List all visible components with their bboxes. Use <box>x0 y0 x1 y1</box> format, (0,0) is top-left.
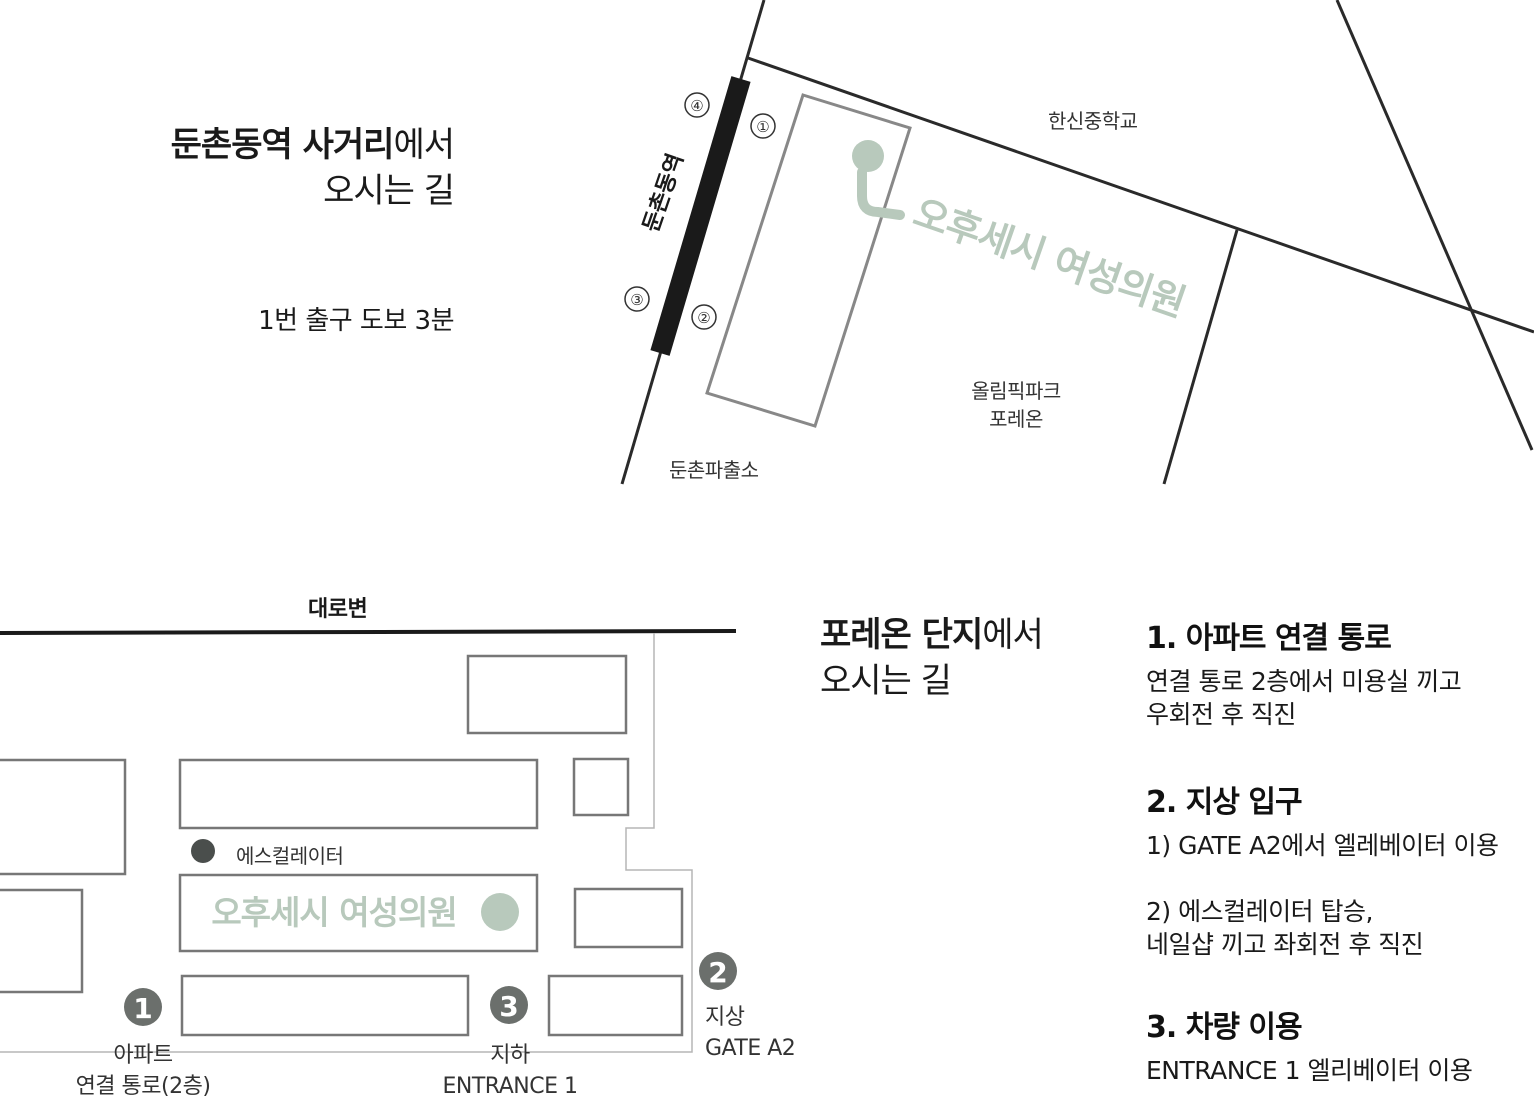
step-3-line: ENTRANCE 1 엘리베이터 이용 <box>1146 1056 1473 1085</box>
landmark-complex-line2: 포레온 <box>989 407 1043 431</box>
exit-2-number: ② <box>697 309 710 327</box>
step-1: 1. 아파트 연결 통로 연결 통로 2층에서 미용실 끼고 우회전 후 직진 <box>1146 613 1531 731</box>
top-title-bold: 둔촌동역 사거리 <box>170 125 395 165</box>
marker-2-number: 2 <box>708 956 727 989</box>
marker-2-caption: 지상 GATE A2 <box>705 1002 796 1064</box>
top-title-line2: 오시는 길 <box>323 171 455 211</box>
marker-3-line1: 지하 <box>490 1043 530 1068</box>
marker-2-line1: 지상 <box>705 1005 745 1030</box>
step-2-line: 네일샵 끼고 좌회전 후 직진 <box>1146 930 1424 959</box>
site-boundary <box>0 633 693 1053</box>
marker-2-line2: GATE A2 <box>705 1036 796 1061</box>
clinic-dot <box>481 893 519 931</box>
step-1-line: 연결 통로 2층에서 미용실 끼고 <box>1146 667 1462 696</box>
exit-4-marker: ④ <box>684 92 710 118</box>
road-label: 대로변 <box>308 597 368 622</box>
step-3-body: ENTRANCE 1 엘리베이터 이용 <box>1146 1054 1531 1087</box>
step-2: 2. 지상 입구 1) GATE A2에서 엘레베이터 이용 2) 에스컬레이터… <box>1146 777 1534 961</box>
road-right-diagonal <box>1335 0 1534 451</box>
step-2-title: 2. 지상 입구 <box>1146 785 1303 820</box>
marker-1: 1 <box>124 988 162 1026</box>
marker-3: 3 <box>490 986 528 1024</box>
clinic-building <box>178 873 539 953</box>
bottom-title-bold: 포레온 단지 <box>820 615 983 655</box>
step-1-line: 우회전 후 직진 <box>1146 700 1296 729</box>
exit-1-marker: ① <box>750 113 776 139</box>
step-3-title: 3. 차량 이용 <box>1146 1010 1303 1045</box>
marker-1-caption: 아파트 연결 통로(2층) <box>58 1040 228 1102</box>
building-block <box>547 974 684 1037</box>
clinic-label-top: 오후세시 여성의원 <box>908 190 1191 325</box>
main-road <box>0 629 737 635</box>
building-block <box>178 758 539 830</box>
clinic-pin-dot <box>852 140 884 172</box>
step-1-body: 연결 통로 2층에서 미용실 끼고 우회전 후 직진 <box>1146 665 1531 731</box>
step-2-body: 1) GATE A2에서 엘레베이터 이용 2) 에스컬레이터 탑승, 네일샵 … <box>1146 829 1534 961</box>
road-lower <box>1162 229 1239 485</box>
step-1-title: 1. 아파트 연결 통로 <box>1146 621 1392 656</box>
exit-note: 1번 출구 도보 3분 <box>258 306 454 336</box>
station-platform <box>650 76 751 356</box>
bottom-title-line2: 오시는 길 <box>820 661 952 701</box>
step-2-line <box>1146 862 1534 895</box>
marker-3-number: 3 <box>499 990 518 1023</box>
landmark-complex: 올림픽파크 포레온 <box>956 377 1076 433</box>
building-block <box>0 758 127 876</box>
marker-3-line2: ENTRANCE 1 <box>442 1074 578 1099</box>
exit-3-marker: ③ <box>624 286 650 312</box>
top-section-title: 둔촌동역 사거리에서 오시는 길 <box>170 122 455 214</box>
clinic-pin-stem <box>857 167 905 220</box>
exit-2-marker: ② <box>691 304 717 330</box>
landmark-police: 둔촌파출소 <box>669 458 759 482</box>
escalator-label: 에스컬레이터 <box>236 844 344 868</box>
marker-2: 2 <box>699 952 737 990</box>
building-block <box>572 757 630 817</box>
building-block <box>0 888 84 994</box>
landmark-school: 한신중학교 <box>1048 109 1138 133</box>
building-block <box>466 654 628 735</box>
marker-1-line2: 연결 통로(2층) <box>75 1074 211 1099</box>
clinic-building-outline <box>705 93 912 428</box>
step-2-line: 1) GATE A2에서 엘레베이터 이용 <box>1146 831 1499 860</box>
step-3: 3. 차량 이용 ENTRANCE 1 엘리베이터 이용 <box>1146 1002 1531 1087</box>
exit-3-number: ③ <box>630 291 643 309</box>
marker-1-line1: 아파트 <box>113 1043 173 1068</box>
building-block <box>180 974 470 1037</box>
bottom-section-title: 포레온 단지에서 오시는 길 <box>820 612 1044 704</box>
road-diagonal <box>747 56 1534 334</box>
marker-3-caption: 지하 ENTRANCE 1 <box>424 1040 596 1102</box>
bottom-title-rest: 에서 <box>982 615 1044 655</box>
building-block <box>573 887 684 949</box>
landmark-complex-line1: 올림픽파크 <box>971 379 1061 403</box>
exit-1-number: ① <box>756 118 769 136</box>
clinic-label-bottom: 오후세시 여성의원 <box>211 893 456 932</box>
top-title-rest: 에서 <box>393 125 455 165</box>
station-label: 둔촌동역 <box>639 151 689 236</box>
step-2-line: 2) 에스컬레이터 탑승, <box>1146 897 1374 926</box>
marker-1-number: 1 <box>133 992 152 1025</box>
exit-4-number: ④ <box>690 97 703 115</box>
escalator-dot <box>191 839 215 863</box>
